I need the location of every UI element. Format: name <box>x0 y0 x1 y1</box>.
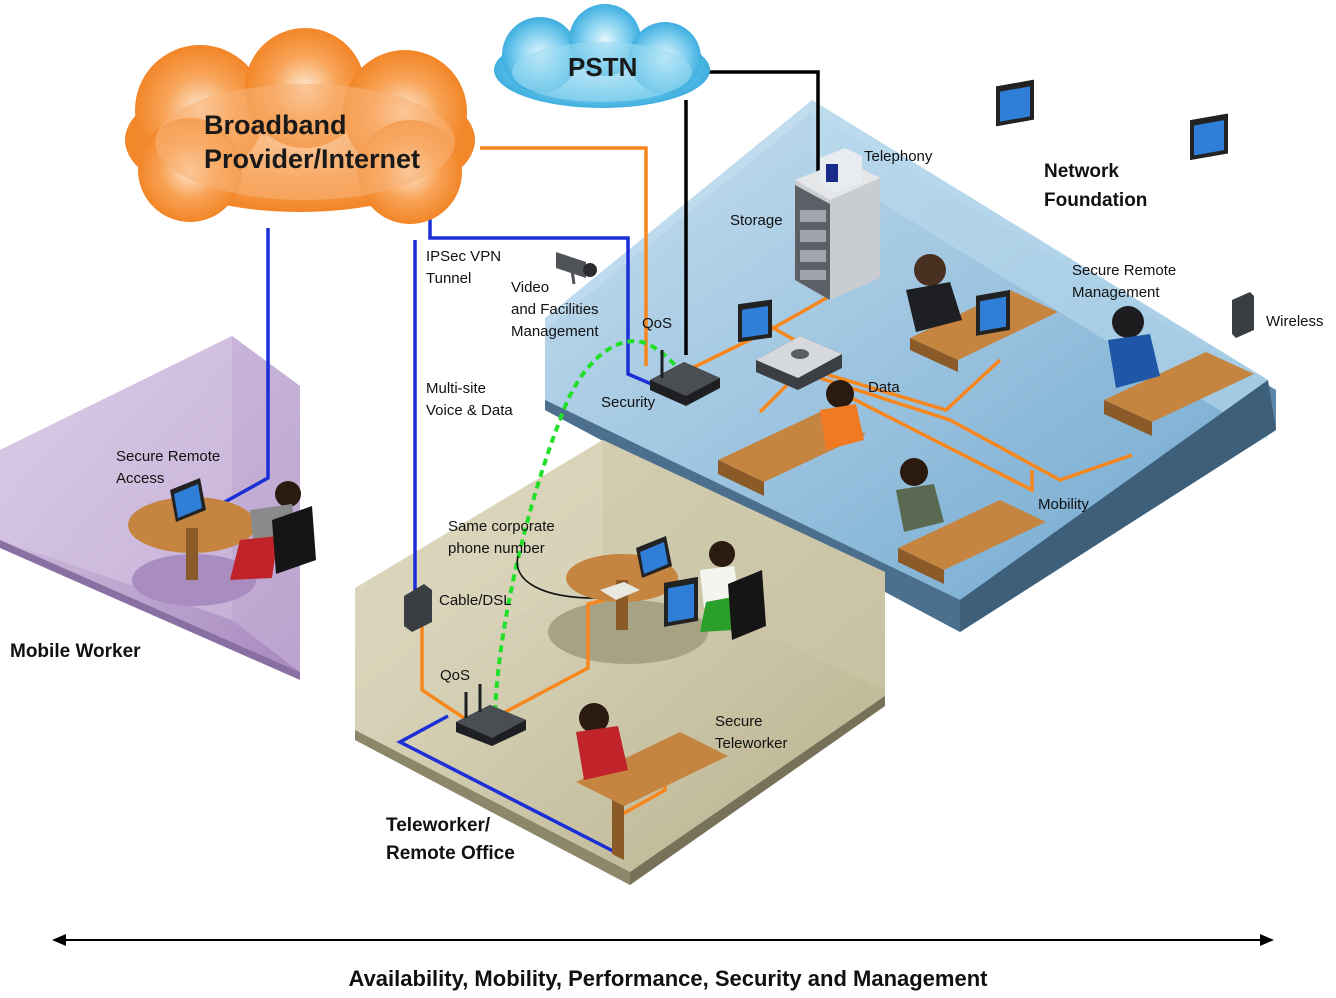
multisite-label-2: Voice & Data <box>426 402 513 419</box>
secure-remote-access-label-1: Secure Remote <box>116 448 221 465</box>
pstn-cloud-label: PSTN <box>568 52 638 82</box>
network-foundation-title-1: Network <box>1044 161 1119 182</box>
cable-dsl-modem <box>404 584 432 632</box>
video-label-1: Video <box>511 279 550 296</box>
pstn-links <box>684 70 820 355</box>
wireless-access-point <box>1232 292 1254 338</box>
hq-desk-3 <box>718 299 866 496</box>
hq-router <box>650 350 720 406</box>
same-number-label-2: phone number <box>448 540 545 557</box>
telephony-label: Telephony <box>864 148 933 165</box>
secure-teleworker-label-1: Secure <box>715 713 763 730</box>
vpn-links <box>213 200 657 854</box>
cable-dsl-label: Cable/DSL <box>439 592 512 609</box>
same-number-label-1: Same corporate <box>448 518 555 535</box>
secure-remote-access-label-2: Access <box>116 470 165 487</box>
network-foundation-title-2: Foundation <box>1044 190 1148 211</box>
qos-hq-label: QoS <box>642 315 673 332</box>
hq-desk-4 <box>896 289 1046 584</box>
footer-caption: Availability, Mobility, Performance, Sec… <box>348 966 988 991</box>
ipsec-label-2: Tunnel <box>426 270 472 287</box>
hq-desk-2 <box>1104 113 1254 436</box>
secure-teleworker-label-2: Teleworker <box>715 735 788 752</box>
data-label: Data <box>868 379 900 396</box>
teleworker-desk <box>576 576 728 860</box>
security-label: Security <box>601 394 656 411</box>
broadband-cloud <box>125 28 475 224</box>
mobile-worker-table <box>128 478 316 606</box>
bottom-arrow <box>52 934 1274 946</box>
teleworker-title-2: Remote Office <box>386 843 515 864</box>
phone-cord <box>516 555 607 599</box>
lan-switch <box>756 336 842 390</box>
secure-remote-mgmt-label-1: Secure Remote <box>1072 262 1177 279</box>
wireless-label: Wireless <box>1266 313 1324 330</box>
lan-links <box>420 146 1133 822</box>
ipsec-label-1: IPSec VPN <box>426 248 502 265</box>
video-label-2: and Facilities <box>511 301 599 318</box>
broadband-cloud-label-line1: Broadband <box>204 110 347 140</box>
pstn-cloud <box>494 4 710 108</box>
teleworker-title-1: Teleworker/ <box>386 815 491 836</box>
teleworker-router <box>456 684 526 746</box>
multisite-label-1: Multi-site <box>426 380 487 397</box>
broadband-cloud-label-line2: Provider/Internet <box>204 144 421 174</box>
secure-remote-mgmt-label-2: Management <box>1072 284 1160 301</box>
telephony-server <box>820 148 862 192</box>
voice-link <box>493 339 692 713</box>
storage-label: Storage <box>730 212 783 229</box>
teleworker-zone <box>355 440 885 885</box>
video-camera <box>556 252 597 285</box>
qos-teleworker-label: QoS <box>440 667 471 684</box>
teleworker-round-table <box>566 536 766 640</box>
video-label-3: Management <box>511 323 599 340</box>
mobile-worker-title: Mobile Worker <box>10 641 141 662</box>
mobility-label: Mobility <box>1038 496 1089 513</box>
